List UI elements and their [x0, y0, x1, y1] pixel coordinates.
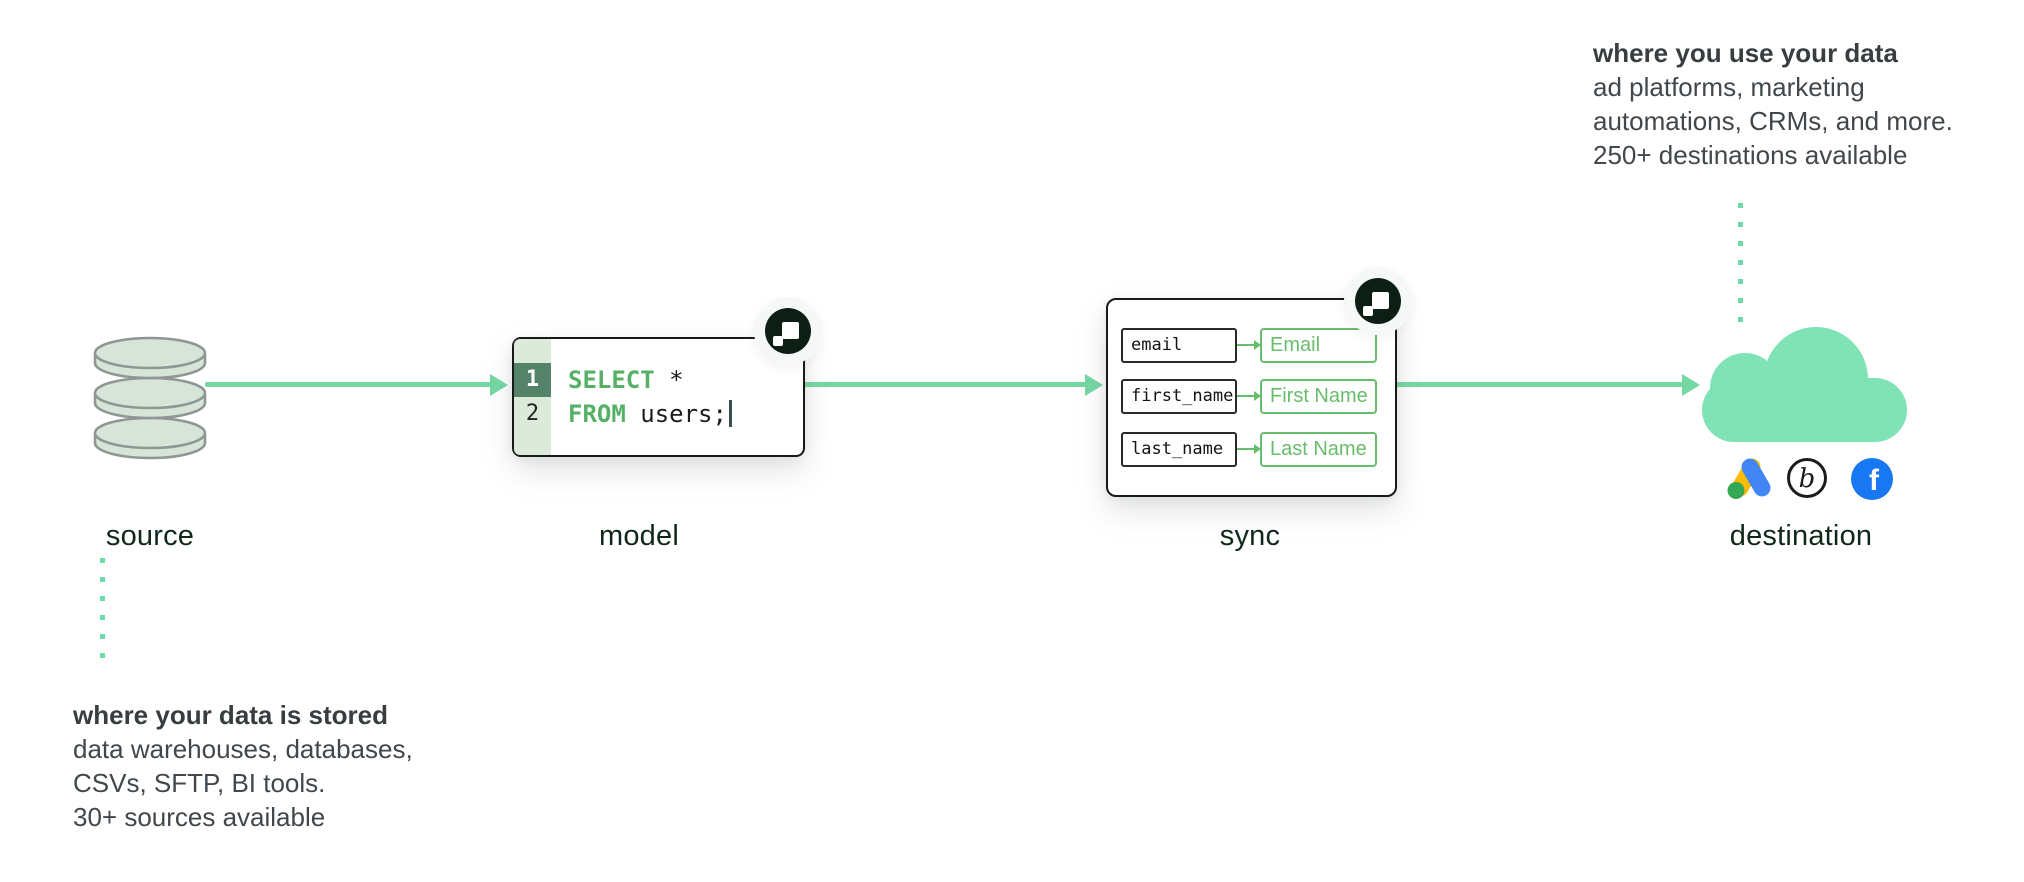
source-field: first_name: [1121, 379, 1237, 414]
mapping-row: first_name First Name: [1108, 379, 1395, 414]
source-note-line: data warehouses, databases,: [73, 734, 413, 764]
mapping-arrow-icon: [1237, 444, 1261, 454]
source-note: where your data is stored data warehouse…: [73, 698, 413, 834]
mapping-arrow-icon: [1237, 391, 1261, 401]
destination-field: First Name: [1260, 379, 1377, 414]
dotted-connector-destination: [1738, 203, 1743, 329]
code-line-number-1: 1: [514, 363, 551, 397]
sql-text: *: [654, 366, 684, 394]
cloud-icon: [1702, 327, 1907, 442]
source-note-line: CSVs, SFTP, BI tools.: [73, 768, 326, 798]
sql-line-1: SELECT *: [568, 363, 732, 397]
destination-note: where you use your data ad platforms, ma…: [1593, 36, 1953, 172]
dotted-connector-source: [100, 558, 105, 663]
stage-label-source: source: [105, 520, 195, 552]
braze-letter: b: [1799, 464, 1816, 494]
hightouch-badge-icon: [1344, 267, 1412, 335]
destination-note-line: 250+ destinations available: [1593, 140, 1908, 170]
google-ads-icon: [1727, 458, 1771, 499]
sql-text: users;: [625, 400, 727, 428]
model-code-panel: 1 2 SELECT * FROM users;: [512, 337, 805, 457]
flow-arrow-model-to-sync: [801, 371, 1103, 398]
code-line-number-2: 2: [525, 401, 540, 426]
stage-label-model: model: [599, 520, 679, 552]
sql-keyword: SELECT: [568, 366, 655, 394]
flow-arrow-sync-to-destination: [1395, 371, 1700, 398]
hightouch-badge-icon: [754, 297, 822, 365]
braze-icon: b: [1787, 458, 1827, 498]
source-field: last_name: [1121, 432, 1237, 467]
destination-field: Email: [1260, 328, 1377, 363]
destination-note-line: ad platforms, marketing: [1593, 72, 1865, 102]
flow-arrow-source-to-model: [205, 371, 508, 398]
stage-label-sync: sync: [1219, 520, 1281, 552]
sql-line-2: FROM users;: [568, 397, 732, 431]
code-gutter: 1 2: [514, 339, 551, 455]
destination-note-title: where you use your data: [1593, 38, 1898, 68]
sql-keyword: FROM: [568, 400, 626, 428]
database-icon: [93, 336, 207, 460]
sync-mapping-panel: email Email first_name First Name last_n…: [1106, 298, 1397, 497]
destination-field: Last Name: [1260, 432, 1377, 467]
source-note-title: where your data is stored: [73, 700, 388, 730]
stage-label-destination: destination: [1729, 520, 1873, 552]
mapping-row: last_name Last Name: [1108, 432, 1395, 467]
mapping-row: email Email: [1108, 328, 1395, 363]
facebook-icon: f: [1851, 458, 1893, 500]
sql-code: SELECT * FROM users;: [568, 363, 732, 431]
mapping-arrow-icon: [1237, 340, 1261, 350]
facebook-letter: f: [1869, 464, 1880, 497]
source-note-line: 30+ sources available: [73, 802, 326, 832]
destination-note-line: automations, CRMs, and more.: [1593, 106, 1953, 136]
source-field: email: [1121, 328, 1237, 363]
text-cursor: [728, 400, 732, 427]
